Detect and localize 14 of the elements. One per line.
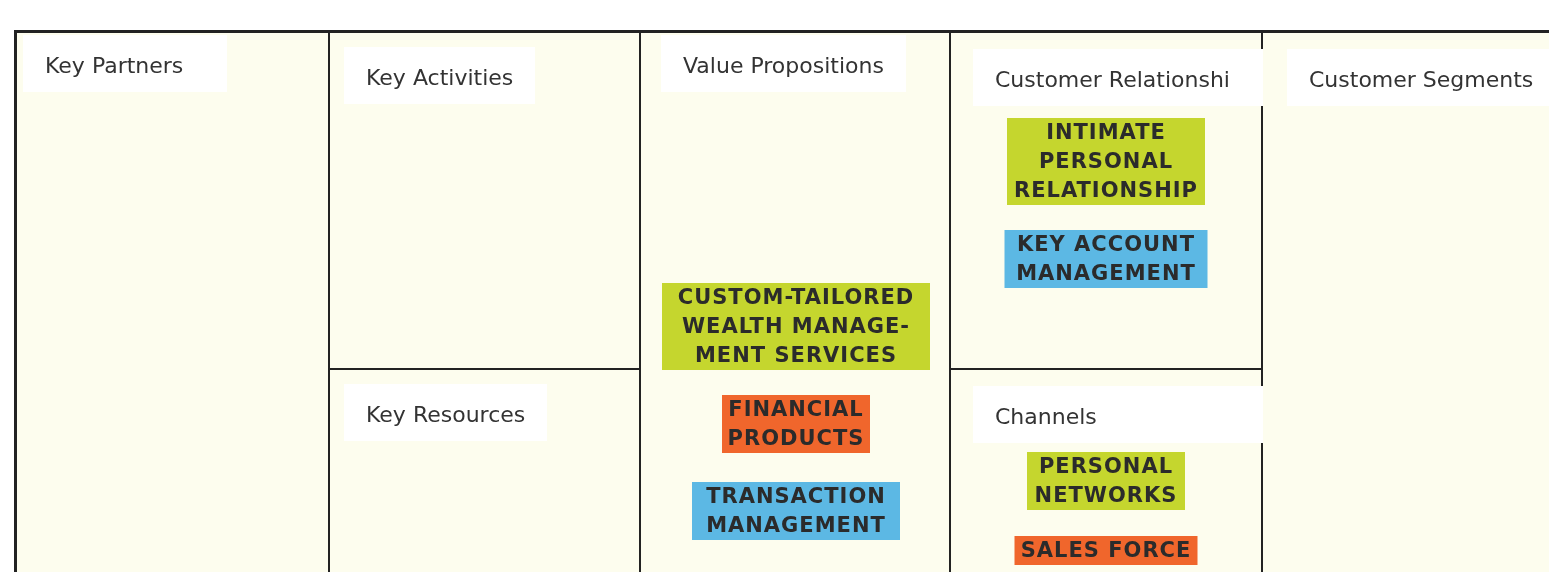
section-heading: Customer Segments — [1287, 49, 1549, 106]
sticky-note: KEY ACCOUNT MANAGEMENT — [1004, 230, 1208, 288]
sticky-note: TRANSACTION MANAGEMENT — [692, 482, 900, 540]
section-heading: Key Activities — [344, 47, 536, 104]
section-heading: Key Partners — [23, 35, 227, 92]
canvas-section — [951, 33, 1263, 370]
sticky-note: INTIMATE PERSONAL RELATIONSHIP — [1007, 118, 1205, 205]
sticky-note: PERSONAL NETWORKS — [1027, 452, 1185, 510]
sticky-note: FINANCIAL PRODUCTS — [722, 395, 870, 453]
canvas-section — [330, 33, 641, 370]
section-heading: Value Propositions — [661, 35, 906, 92]
section-heading: Key Resources — [344, 384, 548, 441]
sticky-note: SALES FORCE — [1014, 536, 1198, 565]
sticky-note: CUSTOM-TAILORED WEALTH MANAGE- MENT SERVICES — [662, 283, 930, 370]
